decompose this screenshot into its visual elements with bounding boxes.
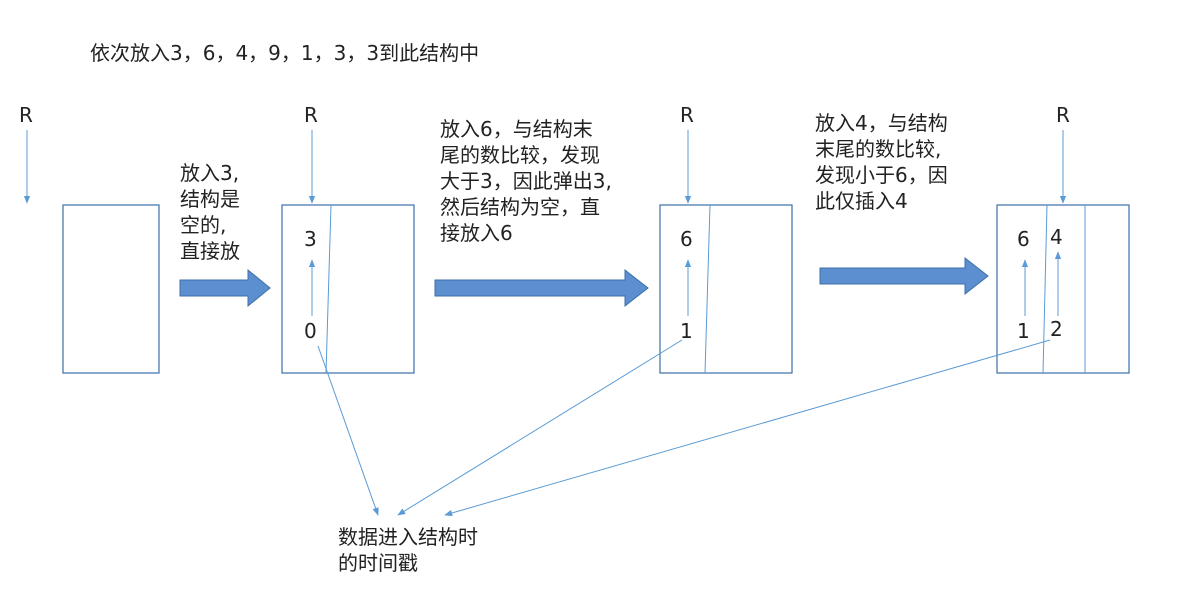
structure-3-timestamp-1: 2: [1050, 317, 1063, 341]
structure-divider-1: [325, 204, 332, 374]
timestamp-pointer-2: [397, 339, 683, 516]
structure-1-value-0: 3: [304, 227, 317, 251]
diagram-title: 依次放入3，6，4，9，1，3，3到此结构中: [90, 41, 480, 65]
step-arrow-1: [179, 268, 271, 308]
structure-divider-3a: [1042, 204, 1048, 374]
pointer-label-3: R: [1056, 103, 1070, 127]
step3-annotation: 放入4，与结构 末尾的数比较, 发现小于6，因 此仅插入4: [815, 111, 948, 213]
timestamp-pointer-1: [317, 345, 379, 516]
timestamp-note: 数据进入结构时 的时间戳: [338, 525, 478, 575]
step1-annotation: 放入3, 结构是 空的, 直接放: [180, 161, 240, 263]
pointer-label-2: R: [680, 103, 694, 127]
structure-1-timestamp-0: 0: [304, 319, 317, 343]
structure-3-value-1: 4: [1050, 225, 1063, 249]
structure-box-2: [659, 204, 793, 374]
structure-3-timestamp-0: 1: [1017, 319, 1030, 343]
structure-divider-2: [704, 204, 711, 374]
timestamp-pointer-3: [444, 339, 1051, 517]
structure-2-timestamp-0: 1: [680, 319, 693, 343]
pointer-label-0: R: [19, 103, 33, 127]
step2-annotation: 放入6，与结构末 尾的数比较，发现 大于3，因此弹出3, 然后结构为空，直 接放…: [440, 117, 612, 245]
structure-2-value-0: 6: [680, 227, 693, 251]
step-arrow-2: [434, 268, 649, 308]
pointer-label-1: R: [304, 103, 318, 127]
structure-box-1: [281, 204, 415, 374]
step-arrow-3: [819, 256, 989, 296]
structure-box-0: [62, 204, 160, 374]
structure-3-value-0: 6: [1017, 227, 1030, 251]
structure-box-3: [996, 204, 1130, 374]
